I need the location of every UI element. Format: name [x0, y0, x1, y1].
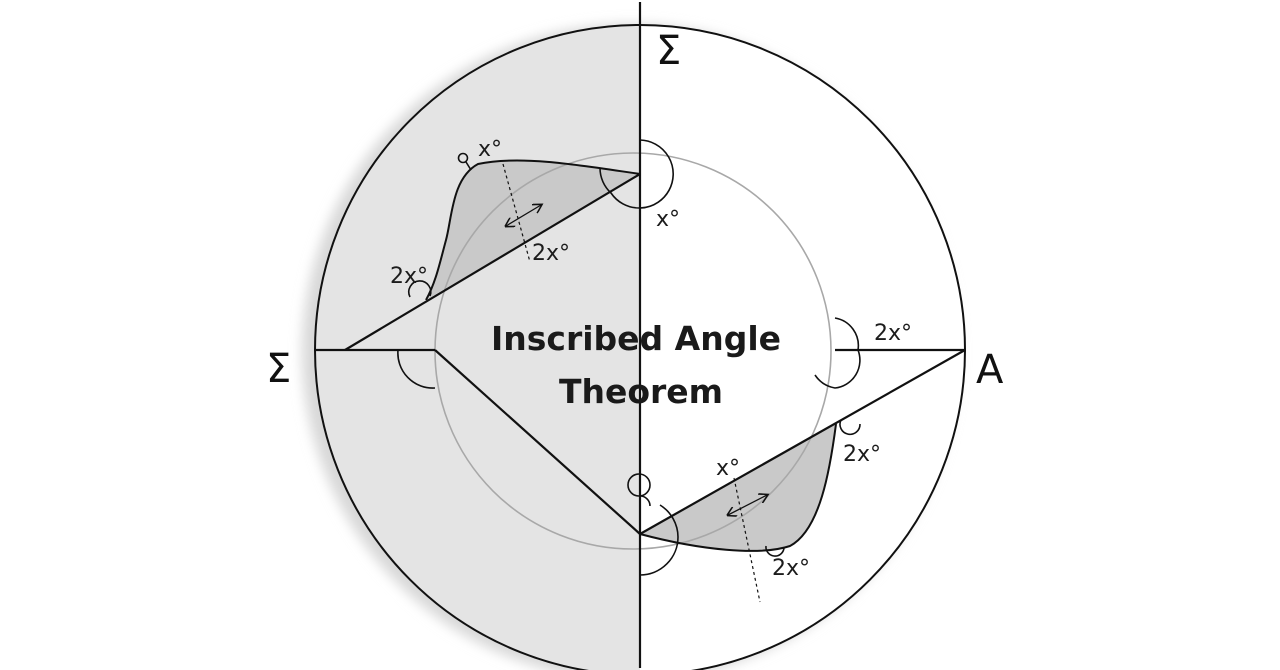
- double-arrows: [506, 205, 767, 515]
- lower-right-arc: [839, 419, 861, 436]
- lower-bottom-arc: [765, 545, 785, 557]
- upper-shaded-region: [426, 160, 640, 300]
- upper-left-arc: [407, 280, 432, 298]
- label-lower-bottom-2x: 2x°: [772, 556, 810, 581]
- lower-curve: [639, 423, 837, 552]
- vertex-label-left: Σ: [266, 346, 291, 392]
- top-vertex-arc: [599, 139, 674, 209]
- bottom-small-arc: [639, 495, 651, 507]
- lower-shaded-region: [640, 424, 836, 551]
- label-lower-right-2x: 2x°: [843, 442, 881, 467]
- title-line-2: Theorem: [559, 372, 723, 411]
- label-upper-top-x: x°: [478, 137, 502, 162]
- upper-curve: [425, 159, 641, 301]
- label-upper-center-x: x°: [656, 207, 680, 232]
- bottom-small-circle: [627, 473, 651, 497]
- chord-left-to-top: [344, 173, 641, 351]
- label-upper-mid-2x: 2x°: [532, 241, 570, 266]
- chord-inner-left-to-bottom: [434, 349, 641, 535]
- bottom-vertex-arc: [639, 504, 679, 576]
- label-upper-left-2x: 2x°: [390, 264, 428, 289]
- lower-double-arrow: [728, 495, 767, 515]
- vertex-label-right: A: [976, 347, 1004, 393]
- left-arc: [397, 349, 436, 389]
- label-right-2x: 2x°: [874, 321, 912, 346]
- right-arc: [814, 317, 861, 389]
- vertex-label-top: Σ: [656, 28, 681, 74]
- upper-small-circle-stem: [465, 161, 472, 171]
- construction-lines: [314, 2, 966, 668]
- title-line-1: Inscribed Angle: [491, 319, 781, 358]
- chord-right-to-bottom: [639, 349, 966, 535]
- angle-arcs: [397, 139, 861, 576]
- upper-double-arrow: [506, 205, 541, 226]
- upper-small-circle: [457, 152, 469, 164]
- label-lower-top-x: x°: [716, 456, 740, 481]
